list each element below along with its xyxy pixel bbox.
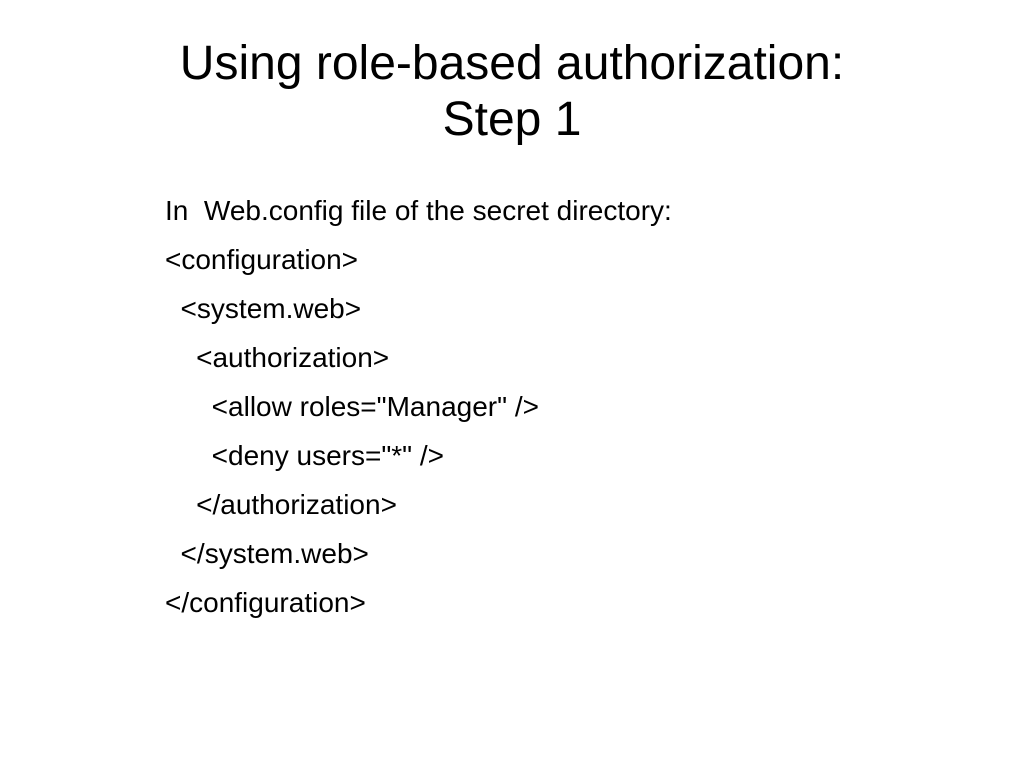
code-line-authorization-close: </authorization> <box>165 489 397 520</box>
code-line-allow-roles: <allow roles="Manager" /> <box>165 391 539 422</box>
slide-title: Using role-based authorization: Step 1 <box>0 36 1024 148</box>
code-line-system-web-open: <system.web> <box>165 293 362 324</box>
slide-body: In Web.config file of the secret directo… <box>165 186 985 627</box>
code-line-system-web-close: </system.web> <box>165 538 369 569</box>
title-line-1: Using role-based authorization: <box>179 37 845 90</box>
code-line-configuration-open: <configuration> <box>165 244 359 275</box>
code-line-deny-users: <deny users="*" /> <box>165 440 445 471</box>
code-line-authorization-open: <authorization> <box>165 342 390 373</box>
title-line-2: Step 1 <box>442 93 582 146</box>
code-line-configuration-close: </configuration> <box>165 587 366 618</box>
body-line-intro: In Web.config file of the secret directo… <box>165 195 672 226</box>
